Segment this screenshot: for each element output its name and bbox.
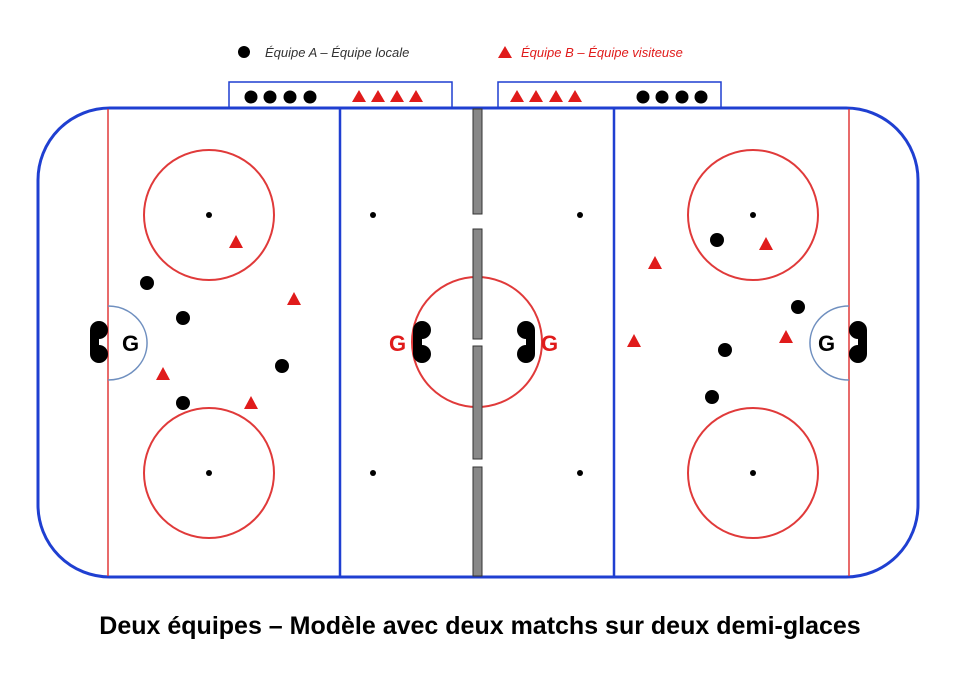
- faceoff-circle-left-bottom: [143, 407, 275, 539]
- legend-team-a-label: Équipe A – Équipe locale: [265, 45, 409, 60]
- left-game-players: [140, 235, 301, 410]
- team-a-player: [710, 233, 724, 247]
- diagram-caption: Deux équipes – Modèle avec deux matchs s…: [99, 612, 861, 640]
- faceoff-circle-right-top: [687, 149, 819, 281]
- team-a-player: [140, 276, 154, 290]
- team-b-player: [779, 330, 793, 343]
- team-b-player: [287, 292, 301, 305]
- goalie-label-center-left: G: [389, 331, 406, 356]
- bench-left: [228, 81, 453, 109]
- goalie-label-left-end: G: [122, 331, 139, 356]
- team-b-player: [648, 256, 662, 269]
- legend-team-b-label: Équipe B – Équipe visiteuse: [521, 45, 683, 60]
- legend: Équipe A – Équipe locale Équipe B – Équi…: [238, 45, 683, 60]
- team-a-player: [275, 359, 289, 373]
- goal-net-center-right: [517, 321, 535, 363]
- team-b-player: [156, 367, 170, 380]
- team-b-player: [229, 235, 243, 248]
- goal-crease-right: [809, 305, 850, 381]
- team-b-player: [759, 237, 773, 250]
- goal-net-right-end: [849, 321, 867, 363]
- team-a-player: [705, 390, 719, 404]
- bench-right: [497, 81, 722, 109]
- rink-boards: [36, 106, 920, 579]
- team-a-player: [176, 396, 190, 410]
- legend-team-a-marker: [238, 46, 250, 58]
- goalie-label-right-end: G: [818, 331, 835, 356]
- team-a-player: [791, 300, 805, 314]
- goal-crease-left: [107, 305, 148, 381]
- legend-team-b-marker: [498, 46, 512, 58]
- team-b-player: [244, 396, 258, 409]
- goalie-label-center-right: G: [541, 331, 558, 356]
- team-b-player: [627, 334, 641, 347]
- goal-net-left-end: [90, 321, 108, 363]
- faceoff-dots: [206, 212, 756, 476]
- right-game-players: [627, 233, 805, 404]
- goal-net-center-left: [413, 321, 431, 363]
- team-a-player: [176, 311, 190, 325]
- faceoff-circle-left-top: [143, 149, 275, 281]
- faceoff-circle-right-bottom: [687, 407, 819, 539]
- team-a-player: [718, 343, 732, 357]
- center-divider: [472, 108, 483, 577]
